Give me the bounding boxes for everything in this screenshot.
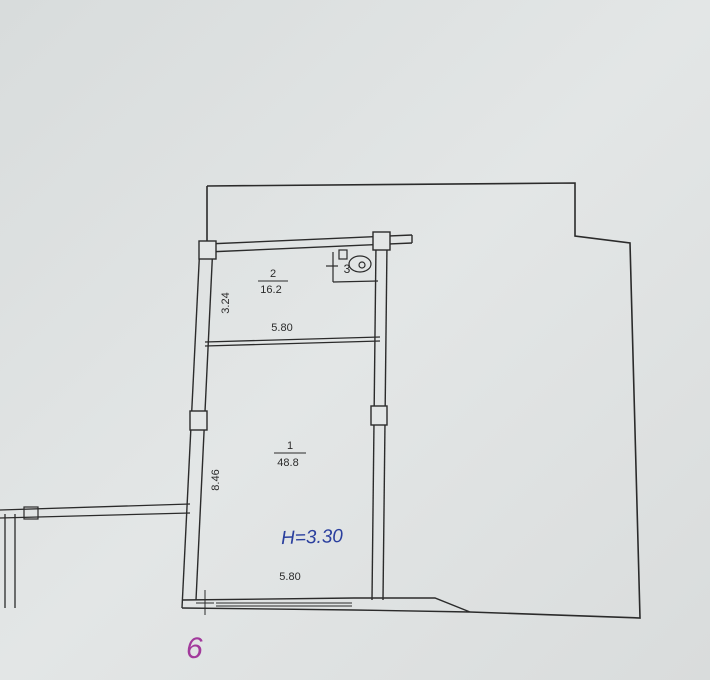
wall-bottom <box>181 597 471 613</box>
toilet-icon <box>348 255 372 273</box>
column-mid-right <box>370 405 388 426</box>
axis-tick <box>196 590 214 615</box>
column-top-left <box>198 240 217 260</box>
room-1-height-dimension: 8.46 <box>210 469 222 490</box>
room-3-number: 3 <box>344 262 351 276</box>
ceiling-height-note: H=3.30 <box>281 526 344 549</box>
room-2-area: 16.2 <box>260 284 281 296</box>
corridor-wall <box>0 503 191 608</box>
column-mid-left <box>189 410 208 431</box>
room-2-height-dimension: 3.24 <box>220 292 232 313</box>
partition-wall <box>204 336 381 347</box>
axis-label: 6 <box>186 632 203 665</box>
building-outline <box>206 182 641 619</box>
column-top-right <box>372 231 391 251</box>
room-2-number: 2 <box>270 268 276 280</box>
room-1-number: 1 <box>287 440 293 452</box>
room-2-width-dimension: 5.80 <box>271 322 292 334</box>
columns <box>189 231 391 431</box>
room-1-width-dimension: 5.80 <box>279 571 300 583</box>
room-1-area: 48.8 <box>277 457 298 469</box>
bathroom-fixtures <box>326 249 379 283</box>
